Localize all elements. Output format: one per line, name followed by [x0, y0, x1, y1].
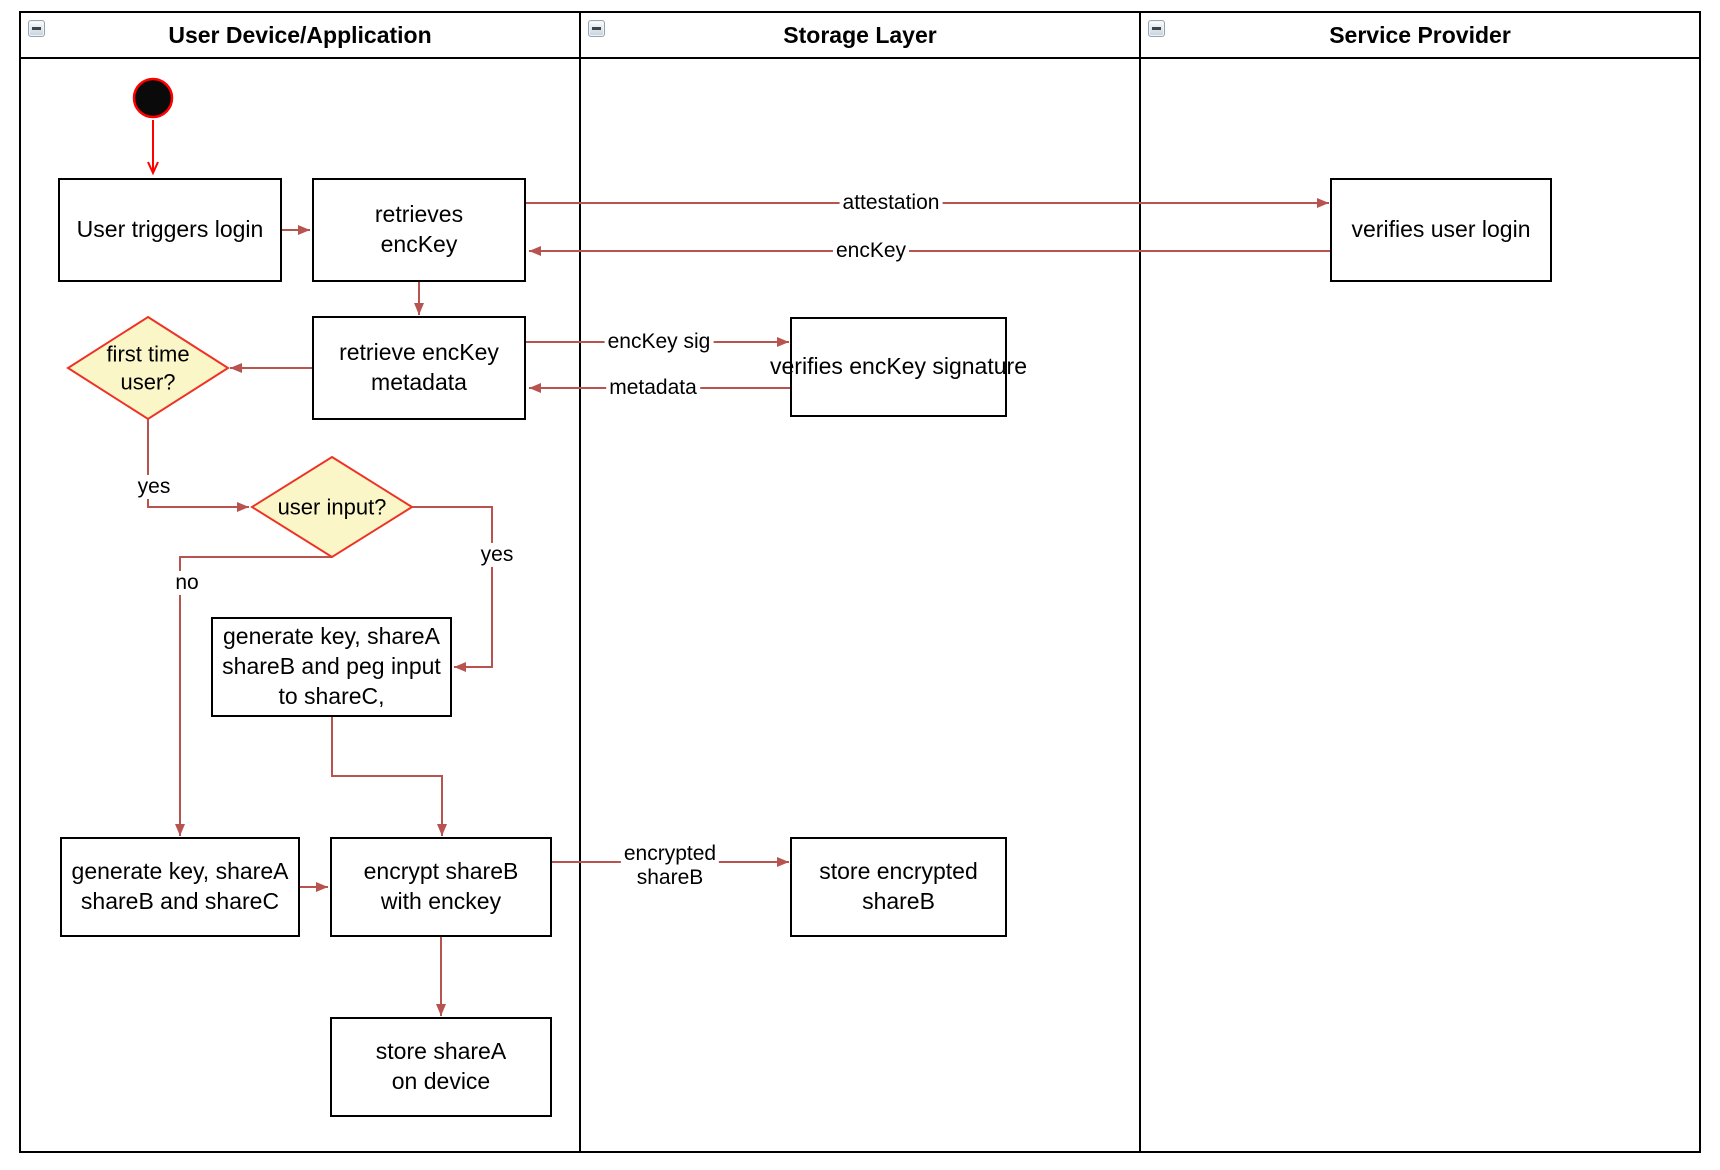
edge-label-attestation: attestation — [839, 190, 943, 216]
lane-title-storage-layer: Storage Layer — [783, 22, 937, 48]
start-node[interactable] — [132, 77, 174, 119]
edge-label-enckey-sig: encKey sig — [604, 329, 714, 355]
node-verifies-user-login[interactable]: verifies user login — [1330, 178, 1552, 282]
lane-title-service-provider: Service Provider — [1329, 22, 1511, 48]
minus-icon — [592, 27, 601, 30]
edge-label-encrypted-shareb: encrypted shareB — [620, 841, 720, 891]
lane-header-storage-layer[interactable]: Storage Layer — [580, 13, 1140, 58]
node-retrieves-enckey[interactable]: retrieves encKey — [312, 178, 526, 282]
node-retrieve-enckey-metadata[interactable]: retrieve encKey metadata — [312, 316, 526, 420]
minus-icon — [1152, 27, 1161, 30]
node-generate-key-sharec[interactable]: generate key, shareA shareB and shareC — [60, 837, 300, 937]
edge-first-time-yes — [147, 419, 249, 512]
lane-title-user-device: User Device/Application — [168, 22, 432, 48]
node-generate-key-peg-input[interactable]: generate key, shareA shareB and peg inpu… — [211, 617, 452, 717]
node-encrypt-shareb[interactable]: encrypt shareB with enckey — [330, 837, 552, 937]
node-verifies-enckey-signature[interactable]: verifies encKey signature — [770, 317, 1027, 417]
minus-icon — [32, 27, 41, 30]
edge-label-no-user-input: no — [172, 570, 202, 596]
lane-collapse-button-storage-layer[interactable] — [588, 20, 605, 37]
edge-label-yes-user-input: yes — [477, 542, 517, 568]
edge-peg-to-encrypt — [331, 717, 447, 836]
node-user-triggers-login[interactable]: User triggers login — [58, 178, 282, 282]
swimlane-outer-border — [19, 11, 1701, 1153]
decision-label-user-input: user input? — [277, 494, 387, 520]
lane-header-user-device[interactable]: User Device/Application — [20, 13, 580, 58]
decision-user-input[interactable] — [250, 455, 414, 559]
node-store-encrypted-shareb[interactable]: store encrypted shareB — [790, 837, 1007, 937]
edge-label-yes-first-time: yes — [134, 474, 174, 500]
node-store-sharea[interactable]: store shareA on device — [330, 1017, 552, 1117]
edge-user-input-no — [175, 556, 332, 836]
edge-label-metadata: metadata — [606, 375, 700, 401]
decision-label-first-time-user: first time user? — [106, 341, 190, 395]
lane-collapse-button-service-provider[interactable] — [1148, 20, 1165, 37]
decision-first-time-user[interactable] — [66, 315, 230, 421]
edge-user-input-yes — [412, 506, 493, 672]
lane-collapse-button-user-device[interactable] — [28, 20, 45, 37]
edge-label-enckey: encKey — [832, 238, 910, 264]
lane-header-service-provider[interactable]: Service Provider — [1140, 13, 1700, 58]
